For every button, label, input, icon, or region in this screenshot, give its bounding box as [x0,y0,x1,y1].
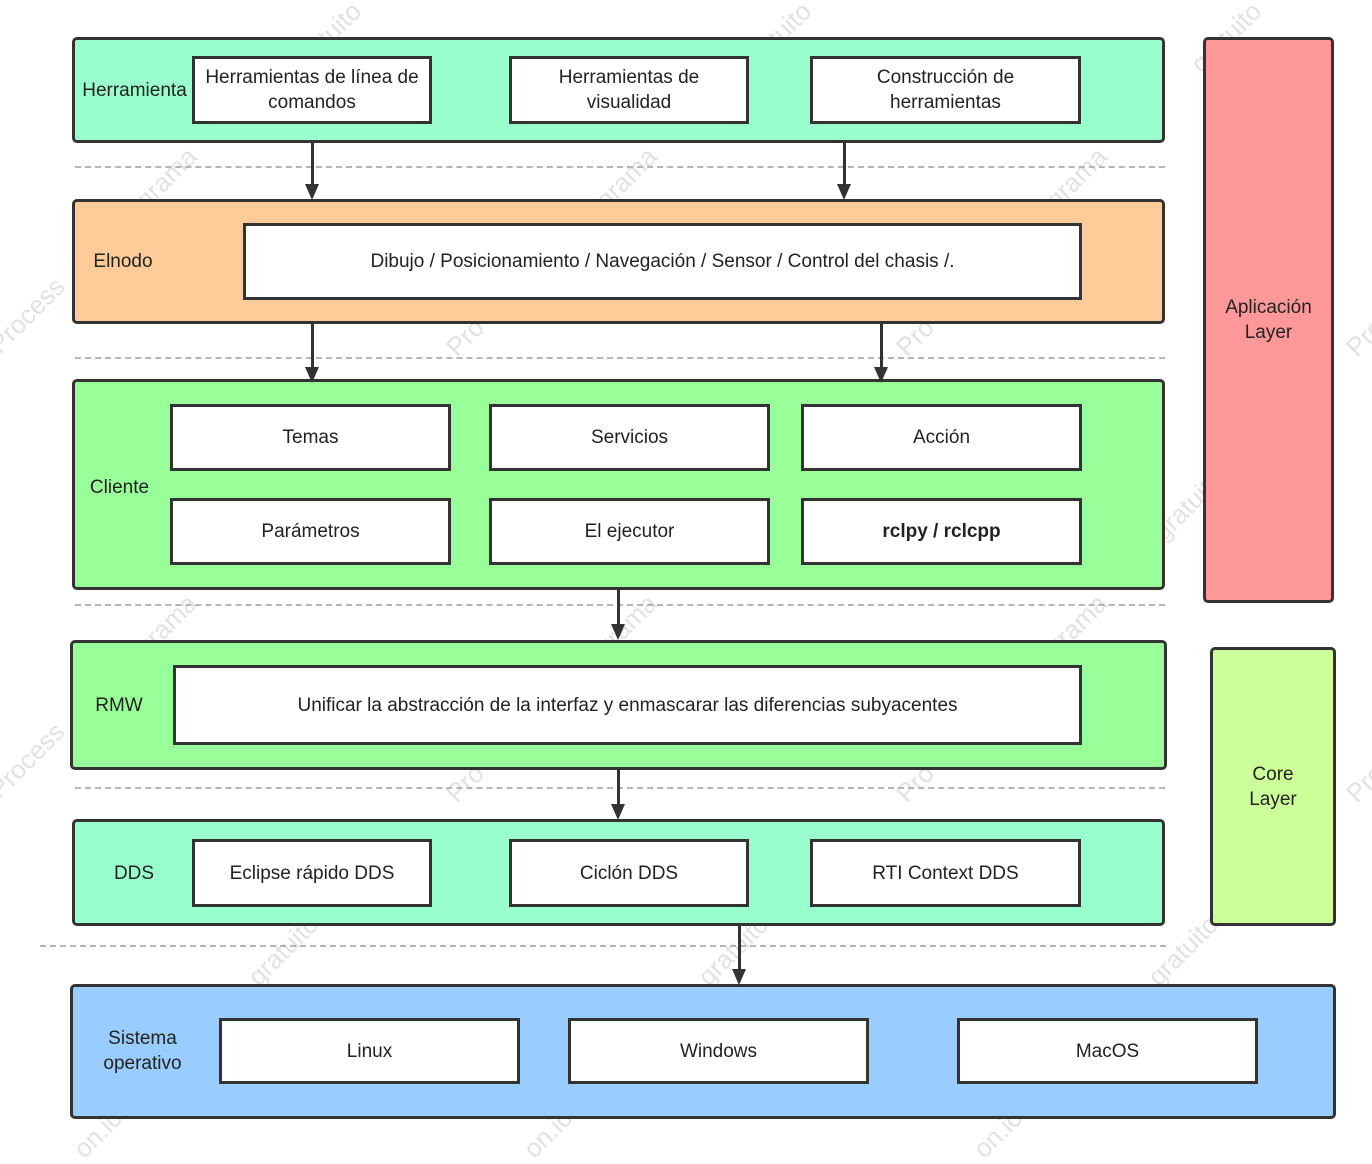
elnodo-layer-label: Elnodo [93,251,153,272]
core-layer-column: Core Layer [1210,647,1336,926]
dds-layer-label: DDS [113,863,155,884]
separator-line [75,166,1165,168]
sistema-operativo-layer-label: Sistema operativo [103,1028,182,1074]
macos-box: MacOS [957,1018,1258,1084]
separator-line [40,945,1166,947]
windows-box: Windows [568,1018,869,1084]
rclpy-rclcpp-box: rclpy / rclcpp [801,498,1082,565]
watermark-text: Process [0,716,71,804]
visualization-tools-box: Herramientas de visualidad [509,56,749,124]
action-box: Acción [801,404,1082,471]
separator-line [75,604,1165,606]
watermark-text: Pro [1339,312,1372,363]
linux-box: Linux [219,1018,520,1084]
rti-dds-box: RTI Context DDS [810,839,1081,907]
arrow-connector [610,588,626,640]
separator-line [75,787,1165,789]
rmw-abstraction-box: Unificar la abstracción de la interfaz y… [173,665,1082,745]
services-box: Servicios [489,404,770,471]
watermark-text: Pro [1339,758,1372,809]
aplicacion-layer-column: Aplicación Layer [1203,37,1334,603]
separator-line [75,357,1165,359]
arrow-connector [610,768,626,820]
cli-tools-box: Herramientas de línea de comandos [192,56,432,124]
rmw-layer-label: RMW [95,695,143,716]
executor-box: El ejecutor [489,498,770,565]
core-layer-line2: Layer [1249,788,1297,810]
arrow-connector [836,143,852,200]
core-layer-line1: Core [1252,763,1294,785]
arrow-connector [304,143,320,200]
node-functions-box: Dibujo / Posicionamiento / Navegación / … [243,223,1082,300]
arrow-connector [731,925,747,985]
eclipse-dds-box: Eclipse rápido DDS [192,839,432,907]
arrow-connector [873,322,889,383]
build-tools-box: Construcción de herramientas [810,56,1081,124]
aplicacion-layer-line1: Aplicación [1225,297,1312,318]
herramienta-layer-label: Herramienta [82,80,187,101]
cyclone-dds-box: Ciclón DDS [509,839,749,907]
parameters-box: Parámetros [170,498,451,565]
aplicacion-layer-line2: Layer [1244,322,1293,343]
arrow-connector [304,322,320,383]
topics-box: Temas [170,404,451,471]
watermark-text: Process [0,271,71,359]
cliente-layer-label: Cliente [89,477,150,498]
